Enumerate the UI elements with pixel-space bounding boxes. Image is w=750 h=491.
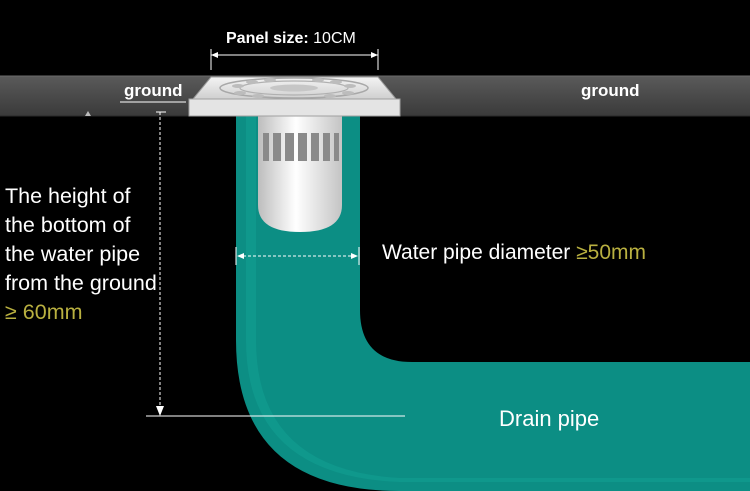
drain-pipe-label: Drain pipe xyxy=(499,406,600,431)
ground-label-right: ground xyxy=(581,81,640,100)
panel-size-dimension xyxy=(210,49,379,70)
panel-size-value: 10CM xyxy=(313,30,356,47)
diameter-label: Water pipe diameter xyxy=(382,241,577,264)
height-line-1: The height of xyxy=(5,184,131,208)
panel-size-caption: Panel size: xyxy=(226,30,309,47)
diameter-value: ≥50mm xyxy=(576,241,647,264)
ground-label-left: ground xyxy=(124,81,183,100)
floor-drain-panel xyxy=(188,76,401,117)
diameter-requirement-text: Water pipe diameter ≥50mm xyxy=(382,241,646,265)
panel-size-label: Panel size: 10CM xyxy=(226,30,356,48)
ground-reference-arrow xyxy=(85,111,91,116)
height-line-4: from the ground xyxy=(5,271,157,295)
drain-pipe-highlight xyxy=(246,116,750,482)
diameter-dimension xyxy=(235,247,360,265)
height-line-3: the water pipe xyxy=(5,242,141,266)
height-value: ≥ 60mm xyxy=(5,300,83,324)
height-dimension xyxy=(146,111,405,417)
height-line-2: the bottom of xyxy=(5,213,131,237)
drain-pipe xyxy=(236,116,750,491)
sleeve-slots xyxy=(263,133,339,161)
height-requirement-text: The height of the bottom of the water pi… xyxy=(5,182,157,327)
